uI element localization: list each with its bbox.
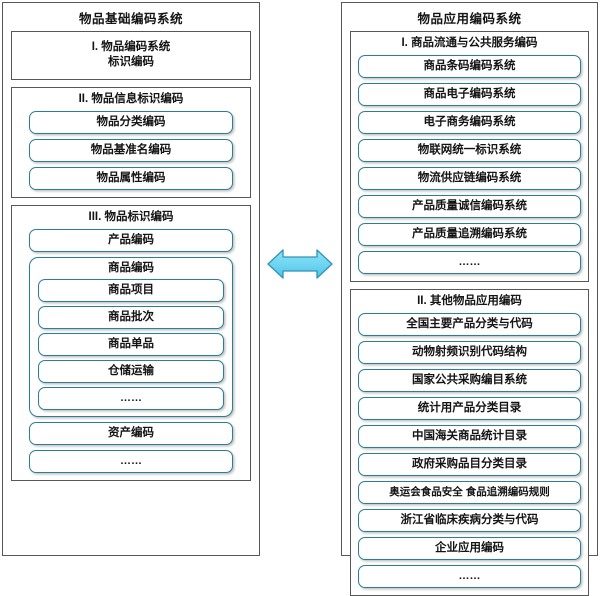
left-section-i-title-line2: 标识编码 <box>108 56 154 68</box>
right-panel-application-coding-system: 物品应用编码系统 I. 商品流通与公共服务编码 商品条码编码系统 商品电子编码系… <box>341 2 598 596</box>
item-zhongguo-haiguan-shangpin-tongji-mulu[interactable]: 中国海关商品统计目录 <box>358 425 581 448</box>
right-section-ii: II. 其他物品应用编码 全国主要产品分类与代码 动物射频识别代码结构 国家公共… <box>350 289 589 596</box>
group-shangpin-bianma-title: 商品编码 <box>108 262 154 274</box>
item-shangpin-dianzi-bianma-xitong[interactable]: 商品电子编码系统 <box>358 83 581 106</box>
item-cangchu-yunshu[interactable]: 仓储运输 <box>38 360 224 383</box>
item-wuliu-gongyinglian-bianma-xitong[interactable]: 物流供应链编码系统 <box>358 167 581 190</box>
left-section-ii: II. 物品信息标识编码 物品分类编码 物品基准名编码 物品属性编码 <box>11 87 251 198</box>
left-section-iii: III. 物品标识编码 产品编码 商品编码 商品项目 商品批次 商品单品 仓储运… <box>11 205 251 481</box>
left-section-i: I. 物品编码系统 标识编码 <box>11 31 251 80</box>
right-section-i: I. 商品流通与公共服务编码 商品条码编码系统 商品电子编码系统 电子商务编码系… <box>350 31 589 282</box>
item-shangpin-danpin[interactable]: 商品单品 <box>38 333 224 356</box>
item-zichan-bianma[interactable]: 资产编码 <box>29 422 233 445</box>
item-wulianwang-tongyi-biaoshi-xitong[interactable]: 物联网统一标识系统 <box>358 139 581 162</box>
item-chanpin-bianma[interactable]: 产品编码 <box>29 229 233 252</box>
right-section-i-title: I. 商品流通与公共服务编码 <box>401 37 538 49</box>
right-section-ii-title: II. 其他物品应用编码 <box>417 295 522 307</box>
item-chanpin-zhiliang-zhuisu-bianma-xitong[interactable]: 产品质量追溯编码系统 <box>358 223 581 246</box>
item-shangpin-tiaoma-bianma-xitong[interactable]: 商品条码编码系统 <box>358 55 581 78</box>
item-guojia-gonggong-caigou-bianmu-xitong[interactable]: 国家公共采购编目系统 <box>358 369 581 392</box>
bidirectional-arrow-icon <box>265 244 335 284</box>
item-wupin-shuxing-bianma[interactable]: 物品属性编码 <box>29 167 233 190</box>
left-section-ii-title: II. 物品信息标识编码 <box>78 93 184 105</box>
item-shangpin-xiangmu[interactable]: 商品项目 <box>38 279 224 302</box>
item-dongwu-shepin-shibie-daima-jiegou[interactable]: 动物射频识别代码结构 <box>358 341 581 364</box>
item-shangpin-bianma-more[interactable]: …… <box>38 387 224 410</box>
item-wupin-jizhunming-bianma[interactable]: 物品基准名编码 <box>29 139 233 162</box>
item-shangpin-pici[interactable]: 商品批次 <box>38 306 224 329</box>
item-wupin-fenlei-bianma[interactable]: 物品分类编码 <box>29 111 233 134</box>
group-shangpin-bianma: 商品编码 商品项目 商品批次 商品单品 仓储运输 …… <box>29 257 233 417</box>
left-section-i-title-line1: I. 物品编码系统 <box>91 41 171 53</box>
item-tongjiyong-chanpin-fenlei-mulu[interactable]: 统计用产品分类目录 <box>358 397 581 420</box>
item-wupin-biaoshi-more[interactable]: …… <box>29 450 233 473</box>
right-panel-title: 物品应用编码系统 <box>417 12 522 26</box>
item-qiye-yingyong-bianma[interactable]: 企业应用编码 <box>358 537 581 560</box>
item-aoyunhui-shipin-anquan-zhuisu-bianma-guize[interactable]: 奥运会食品安全 食品追溯编码规则 <box>358 481 581 504</box>
item-chanpin-zhiliang-chengxin-bianma-xitong[interactable]: 产品质量诚信编码系统 <box>358 195 581 218</box>
item-right-section-i-more[interactable]: …… <box>358 251 581 274</box>
item-right-section-ii-more[interactable]: …… <box>358 565 581 588</box>
item-zhejiangsheng-linchuang-jibing-fenlei-yu-daima[interactable]: 浙江省临床疾病分类与代码 <box>358 509 581 532</box>
left-section-iii-title: III. 物品标识编码 <box>88 211 174 223</box>
left-panel-title: 物品基础编码系统 <box>78 12 183 26</box>
item-zhengfu-caigou-pinmu-fenlei-mulu[interactable]: 政府采购品目分类目录 <box>358 453 581 476</box>
item-quanguo-zhuyao-chanpin-fenlei-yu-daima[interactable]: 全国主要产品分类与代码 <box>358 313 581 336</box>
item-dianzi-shangwu-bianma-xitong[interactable]: 电子商务编码系统 <box>358 111 581 134</box>
left-panel-basic-coding-system: 物品基础编码系统 I. 物品编码系统 标识编码 II. 物品信息标识编码 物品分… <box>2 2 260 556</box>
